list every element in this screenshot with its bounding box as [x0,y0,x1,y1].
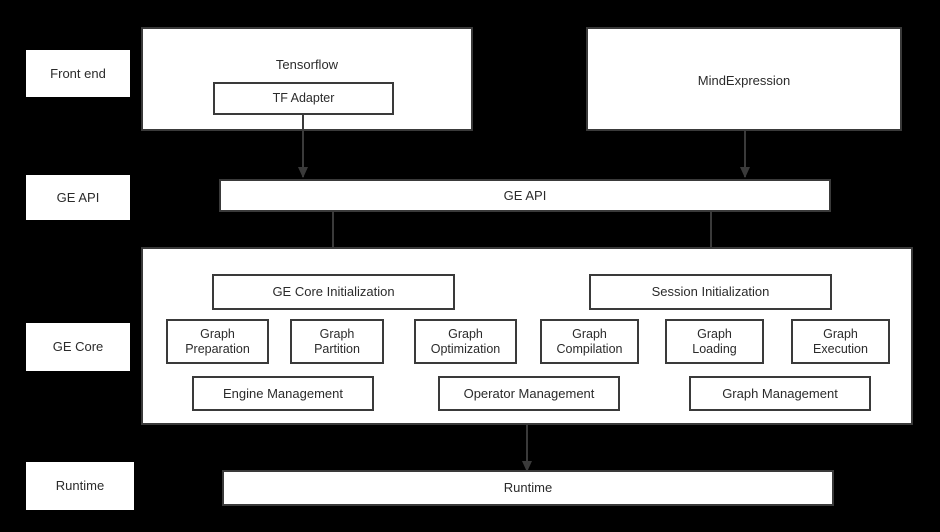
stage-graph-preparation[interactable]: Graph Preparation [166,319,269,364]
stage-graph-compilation[interactable]: Graph Compilation [540,319,639,364]
layer-label-ge-core-text: GE Core [52,339,104,355]
mindexpression-title: MindExpression [697,73,791,88]
operator-management-label: Operator Management [463,385,595,401]
stage-graph-preparation-label: Graph Preparation [185,326,250,356]
stage-graph-optimization[interactable]: Graph Optimization [414,319,517,364]
stage-graph-partition-label: Graph Partition [314,326,360,356]
layer-label-ge-api-text: GE API [56,189,100,205]
stage-graph-loading-label: Graph Loading [692,326,737,356]
session-initialization-box[interactable]: Session Initialization [589,274,832,310]
stage-graph-compilation-label: Graph Compilation [556,326,623,356]
tensorflow-title: Tensorflow [275,57,339,72]
layer-label-front-end: Front end [26,50,130,97]
runtime-bar[interactable]: Runtime [222,470,834,506]
graph-management-label: Graph Management [722,385,838,401]
tf-adapter-label: TF Adapter [272,91,335,105]
ge-api-bar[interactable]: GE API [219,179,831,212]
engine-management-label: Engine Management [223,385,343,401]
layer-label-front-end-text: Front end [50,65,106,81]
session-initialization-label: Session Initialization [651,284,770,300]
tf-adapter-box[interactable]: TF Adapter [213,82,394,115]
runtime-label: Runtime [503,480,553,496]
engine-management-box[interactable]: Engine Management [192,376,374,411]
ge-core-initialization-box[interactable]: GE Core Initialization [212,274,455,310]
stage-graph-loading[interactable]: Graph Loading [665,319,764,364]
stage-graph-execution-label: Graph Execution [813,326,868,356]
ge-core-initialization-label: GE Core Initialization [272,284,395,300]
operator-management-box[interactable]: Operator Management [438,376,620,411]
stage-graph-optimization-label: Graph Optimization [430,326,501,356]
stage-graph-partition[interactable]: Graph Partition [290,319,384,364]
layer-label-ge-api: GE API [26,175,130,220]
tensorflow-panel: Tensorflow [141,27,473,131]
layer-label-runtime: Runtime [26,462,134,510]
mindexpression-panel: MindExpression [586,27,902,131]
layer-label-ge-core: GE Core [26,323,130,371]
stage-graph-execution[interactable]: Graph Execution [791,319,890,364]
layer-label-runtime-text: Runtime [55,478,105,494]
ge-api-label: GE API [503,187,547,203]
graph-management-box[interactable]: Graph Management [689,376,871,411]
